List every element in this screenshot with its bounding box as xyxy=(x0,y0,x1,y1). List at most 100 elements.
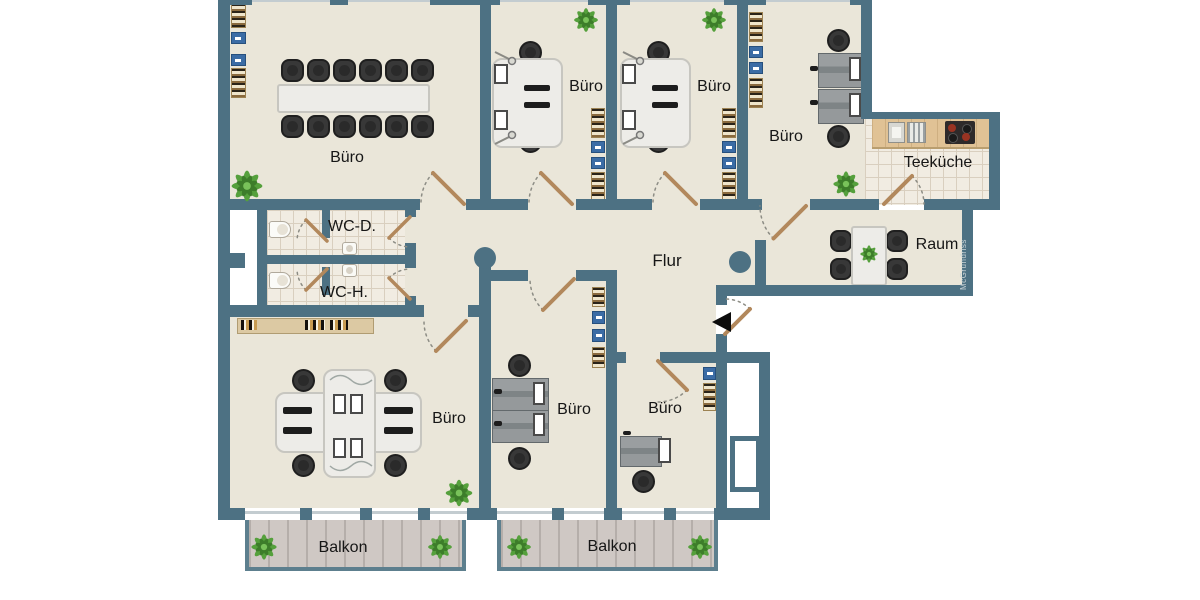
toilet xyxy=(269,272,291,289)
door-swing xyxy=(387,268,412,301)
wall-segment xyxy=(230,253,245,268)
cable-icon xyxy=(329,374,373,386)
plant-icon xyxy=(231,170,263,202)
bookshelf xyxy=(591,108,605,138)
chair xyxy=(827,125,850,148)
wall-segment xyxy=(606,270,617,520)
chair xyxy=(281,115,304,138)
plant-icon xyxy=(251,534,277,560)
file-cabinet-blue xyxy=(231,32,246,44)
wall-segment xyxy=(576,199,652,210)
wall-segment xyxy=(479,270,528,281)
bookshelf xyxy=(749,78,763,108)
column xyxy=(729,251,751,273)
plant-icon xyxy=(428,535,452,559)
room-label-balcony-right: Balkon xyxy=(587,538,637,555)
wall-segment xyxy=(418,508,430,520)
wall-segment xyxy=(405,210,416,217)
door-swing xyxy=(296,267,329,292)
plant-icon xyxy=(688,535,712,559)
chair xyxy=(385,115,408,138)
monitor xyxy=(533,382,545,405)
keyboard xyxy=(652,85,678,91)
chair xyxy=(281,59,304,82)
wall-segment xyxy=(480,0,491,199)
chair xyxy=(886,230,908,252)
keyboard xyxy=(623,431,631,435)
conference-table xyxy=(277,84,430,113)
toilet xyxy=(269,221,291,238)
file-cabinet-blue xyxy=(749,62,763,74)
chair xyxy=(333,115,356,138)
wall-segment xyxy=(810,199,879,210)
chair xyxy=(359,115,382,138)
wall-segment xyxy=(861,112,1000,119)
wall-segment xyxy=(962,199,973,296)
cable-icon xyxy=(329,460,373,472)
door-swing xyxy=(759,204,808,241)
room-label-office-bottom-mid: Büro xyxy=(557,401,591,418)
wall-segment xyxy=(430,0,500,5)
keyboard xyxy=(524,102,550,108)
wall-segment xyxy=(322,210,330,238)
monitor xyxy=(622,110,636,130)
file-cabinet-blue xyxy=(592,329,605,342)
chair xyxy=(385,59,408,82)
plant-icon xyxy=(833,171,859,197)
door-swing xyxy=(652,171,698,206)
desk xyxy=(620,436,662,467)
monitor xyxy=(622,64,636,84)
sink-drainer xyxy=(907,122,926,143)
burner xyxy=(948,133,958,143)
chair xyxy=(307,115,330,138)
watermark: McGrundriss xyxy=(959,239,968,290)
chair xyxy=(827,29,850,52)
file-cabinet-blue xyxy=(231,54,246,66)
room-label-conference: Büro xyxy=(330,149,364,166)
wall-segment xyxy=(218,199,420,210)
wall-segment xyxy=(755,240,766,287)
keyboard xyxy=(810,100,818,105)
plant-icon xyxy=(445,479,473,507)
wall-segment xyxy=(606,0,617,199)
bookshelf xyxy=(722,108,736,138)
room-label-room-small: Raum xyxy=(915,236,959,253)
file-cabinet-blue xyxy=(703,367,716,380)
wall-segment xyxy=(218,508,245,520)
sink xyxy=(342,242,357,255)
room-label-office-bottom-large: Büro xyxy=(432,410,466,427)
chair xyxy=(292,369,315,392)
monitor xyxy=(494,64,508,84)
monitor xyxy=(333,394,346,414)
wall-segment xyxy=(716,285,727,305)
room-label-office-top-mid-left: Büro xyxy=(569,78,603,95)
wall-segment xyxy=(218,0,230,520)
sideboard-items xyxy=(241,320,257,330)
room-label-wc-men: WC-H. xyxy=(320,284,368,301)
column xyxy=(474,247,496,269)
chair xyxy=(333,59,356,82)
door-swing xyxy=(420,171,466,206)
door-swing xyxy=(387,215,412,248)
monitor xyxy=(533,413,545,436)
entrance-arrow-icon xyxy=(712,312,731,332)
wall-segment xyxy=(466,199,528,210)
monitor xyxy=(849,57,861,81)
balcony-deck-right xyxy=(497,520,718,571)
monitor xyxy=(350,394,363,414)
plant-icon xyxy=(860,245,878,263)
room-label-balcony-left: Balkon xyxy=(318,539,368,556)
monitor xyxy=(849,93,861,117)
room-label-wc-women: WC-D. xyxy=(328,218,376,235)
wall-segment xyxy=(257,255,405,264)
wall-segment xyxy=(330,0,348,5)
keyboard xyxy=(494,389,502,394)
file-cabinet-blue xyxy=(591,157,605,169)
monitor xyxy=(658,438,671,463)
chair xyxy=(886,258,908,280)
window-glass-top xyxy=(218,0,872,2)
wall-segment xyxy=(989,112,1000,210)
keyboard xyxy=(384,407,413,414)
